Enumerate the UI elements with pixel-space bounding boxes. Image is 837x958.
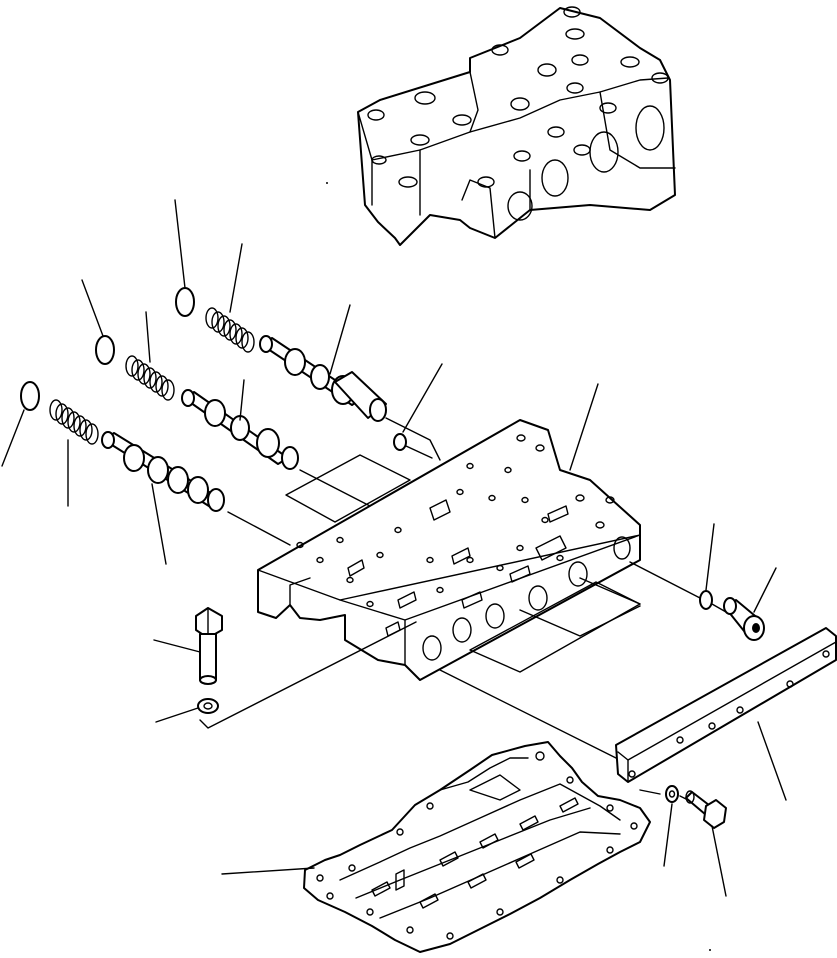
leader-o-ring-middle (81, 279, 104, 337)
assembly-lines (199, 417, 727, 801)
o-ring-top (175, 287, 195, 317)
leader-spool-middle (239, 379, 245, 421)
leader-spring-middle (145, 311, 151, 363)
leader-washer-right (663, 803, 673, 867)
leader-spool-front (151, 483, 167, 565)
gasket (303, 741, 651, 953)
speck-mark (326, 182, 328, 184)
valve-body-bosses (367, 6, 669, 221)
plug (723, 597, 765, 641)
spring-front (49, 399, 99, 445)
spool-valve-top (259, 335, 387, 422)
spring-top (205, 307, 255, 353)
washer-right (665, 785, 679, 803)
o-ring-left (20, 381, 40, 411)
valve-plate-slots (347, 499, 569, 637)
valve-plate (257, 419, 641, 681)
o-ring-plug (699, 590, 713, 610)
gasket-slots (371, 797, 579, 909)
spool-valve-front (101, 431, 225, 512)
bolt-long (195, 607, 223, 685)
leader-valve-plate (569, 383, 599, 471)
valve-plate-side-bores (422, 536, 631, 661)
o-ring-plate (393, 433, 407, 451)
leader-o-ring-plate (402, 363, 443, 433)
speck-mark (709, 949, 711, 951)
washer-left (197, 698, 219, 714)
valve-body-upper (357, 6, 676, 246)
leader-o-ring-plug (705, 523, 715, 591)
leader-spool-top (329, 304, 351, 375)
bolt-short (685, 790, 727, 829)
leader-o-ring-left (1, 409, 25, 467)
leader-lines (1, 199, 787, 897)
leader-bolt-short (711, 825, 727, 897)
spring-middle (125, 355, 175, 401)
leader-bolt-long (153, 639, 201, 653)
leader-cover-bar (757, 721, 787, 801)
gasket-holes (316, 751, 638, 940)
valve-plate-holes (296, 434, 615, 608)
cover-bar (615, 627, 837, 783)
leader-o-ring-top (174, 199, 186, 289)
spool-valve-middle (181, 389, 299, 470)
leader-plug (753, 567, 777, 613)
leader-washer-left (155, 707, 199, 723)
o-ring-middle (95, 335, 115, 365)
leader-spring-top (229, 243, 243, 313)
leader-gasket (221, 867, 315, 875)
